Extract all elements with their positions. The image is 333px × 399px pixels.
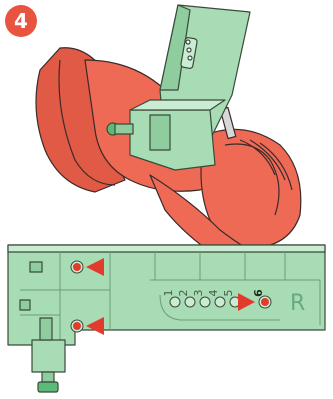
- red-dot-marker: [73, 322, 81, 330]
- step-number-badge: 4: [5, 5, 37, 37]
- hole-label-4: 4: [207, 290, 220, 297]
- hole-label-6: 6: [252, 289, 265, 297]
- jig-base-plate: [8, 245, 325, 392]
- hole-label-5: 5: [222, 290, 235, 297]
- red-dot-marker: [73, 263, 81, 271]
- red-dot-marker: [261, 298, 269, 306]
- hole-label-3: 3: [192, 290, 205, 297]
- hole-label-2: 2: [177, 290, 190, 297]
- step-number: 4: [14, 9, 28, 33]
- hole-label-1: 1: [162, 290, 175, 297]
- side-label-r: R: [290, 291, 305, 316]
